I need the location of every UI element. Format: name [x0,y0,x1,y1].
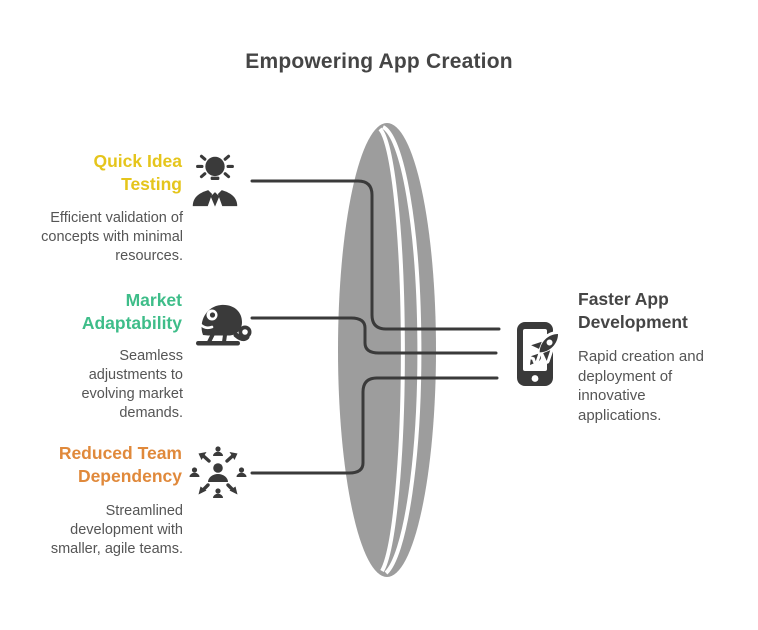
connector-reduced-team [250,376,499,475]
faster-app-heading: Faster App Development [578,289,688,332]
chameleon-icon [191,297,255,349]
lens-stripe-inner [378,127,405,572]
lens-stripe-outer [381,125,422,575]
page-title: Empowering App Creation [245,50,513,73]
market-adaptability-description: Seamless adjustments to evolving market … [81,348,183,421]
idea-person-icon [186,151,244,209]
quick-idea-description: Efficient validation of concepts with mi… [41,210,183,264]
phone-rocket-icon [514,313,564,393]
market-adaptability-heading: Market Adaptability [81,290,182,333]
team-delegation-icon [188,444,248,504]
reduced-team-heading: Reduced Team Dependency [58,443,182,486]
reduced-team-description: Streamlined development with smaller, ag… [50,503,183,557]
quick-idea-heading: Quick Idea Testing [93,151,182,194]
connector-quick-idea [250,179,501,331]
faster-app-description: Rapid creation and deployment of innovat… [578,348,704,424]
connector-market [250,316,498,355]
